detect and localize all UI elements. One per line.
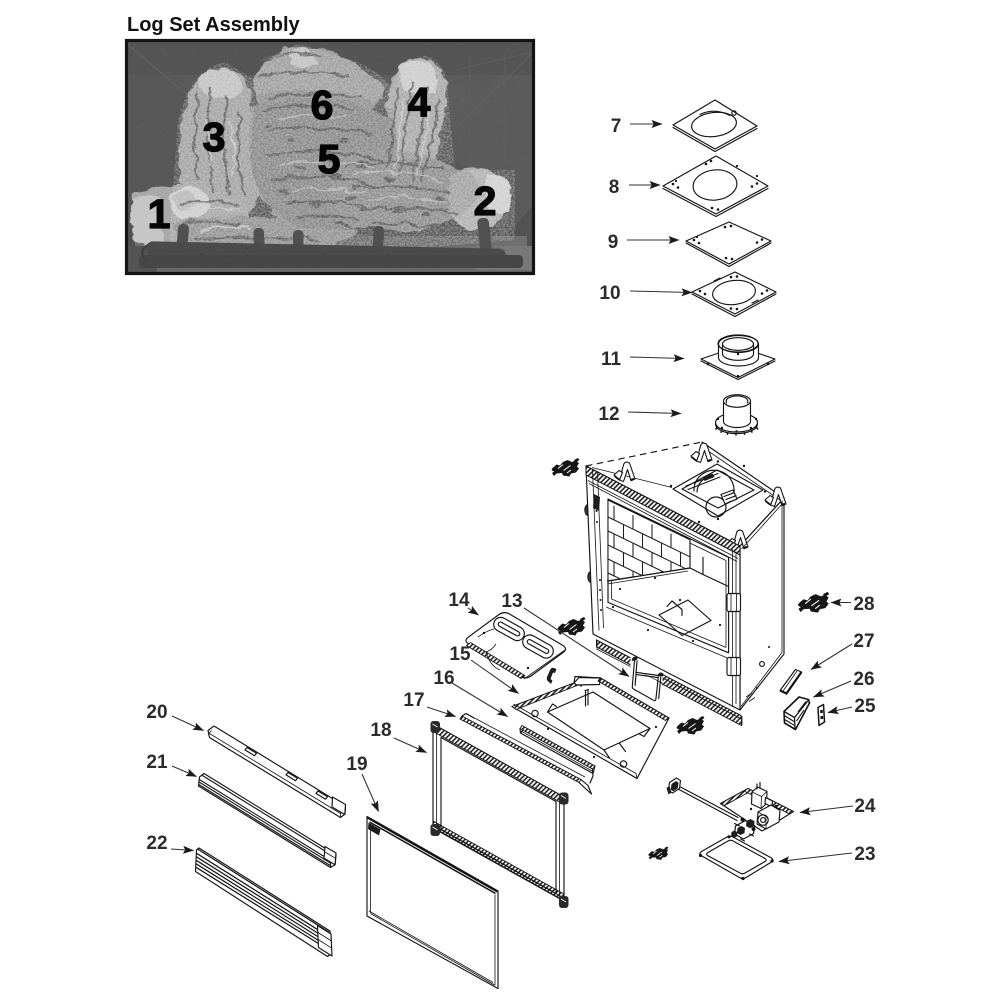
svg-text:4: 4 xyxy=(408,79,431,125)
svg-text:3: 3 xyxy=(203,114,226,160)
svg-text:26: 26 xyxy=(853,669,874,690)
svg-text:22: 22 xyxy=(146,833,167,854)
svg-text:11: 11 xyxy=(601,349,622,370)
svg-text:6: 6 xyxy=(311,82,334,128)
svg-text:15: 15 xyxy=(449,644,471,665)
svg-text:18: 18 xyxy=(370,720,391,741)
svg-text:19: 19 xyxy=(346,754,367,775)
svg-text:23: 23 xyxy=(854,844,875,865)
svg-text:1: 1 xyxy=(148,191,171,237)
svg-text:14: 14 xyxy=(448,590,470,611)
svg-text:17: 17 xyxy=(403,690,424,711)
svg-text:24: 24 xyxy=(854,796,876,817)
svg-text:12: 12 xyxy=(598,404,619,425)
svg-text:Log Set Assembly: Log Set Assembly xyxy=(127,14,301,36)
svg-text:13: 13 xyxy=(501,591,522,612)
svg-text:28: 28 xyxy=(853,594,874,615)
svg-text:21: 21 xyxy=(146,752,168,773)
svg-text:7: 7 xyxy=(611,116,622,137)
svg-text:8: 8 xyxy=(609,177,620,198)
svg-text:27: 27 xyxy=(853,631,874,652)
svg-text:25: 25 xyxy=(854,696,876,717)
svg-text:10: 10 xyxy=(599,283,620,304)
svg-text:2: 2 xyxy=(474,178,497,224)
svg-text:20: 20 xyxy=(146,702,167,723)
svg-text:5: 5 xyxy=(318,136,341,182)
svg-text:9: 9 xyxy=(608,232,619,253)
svg-text:16: 16 xyxy=(433,668,454,689)
